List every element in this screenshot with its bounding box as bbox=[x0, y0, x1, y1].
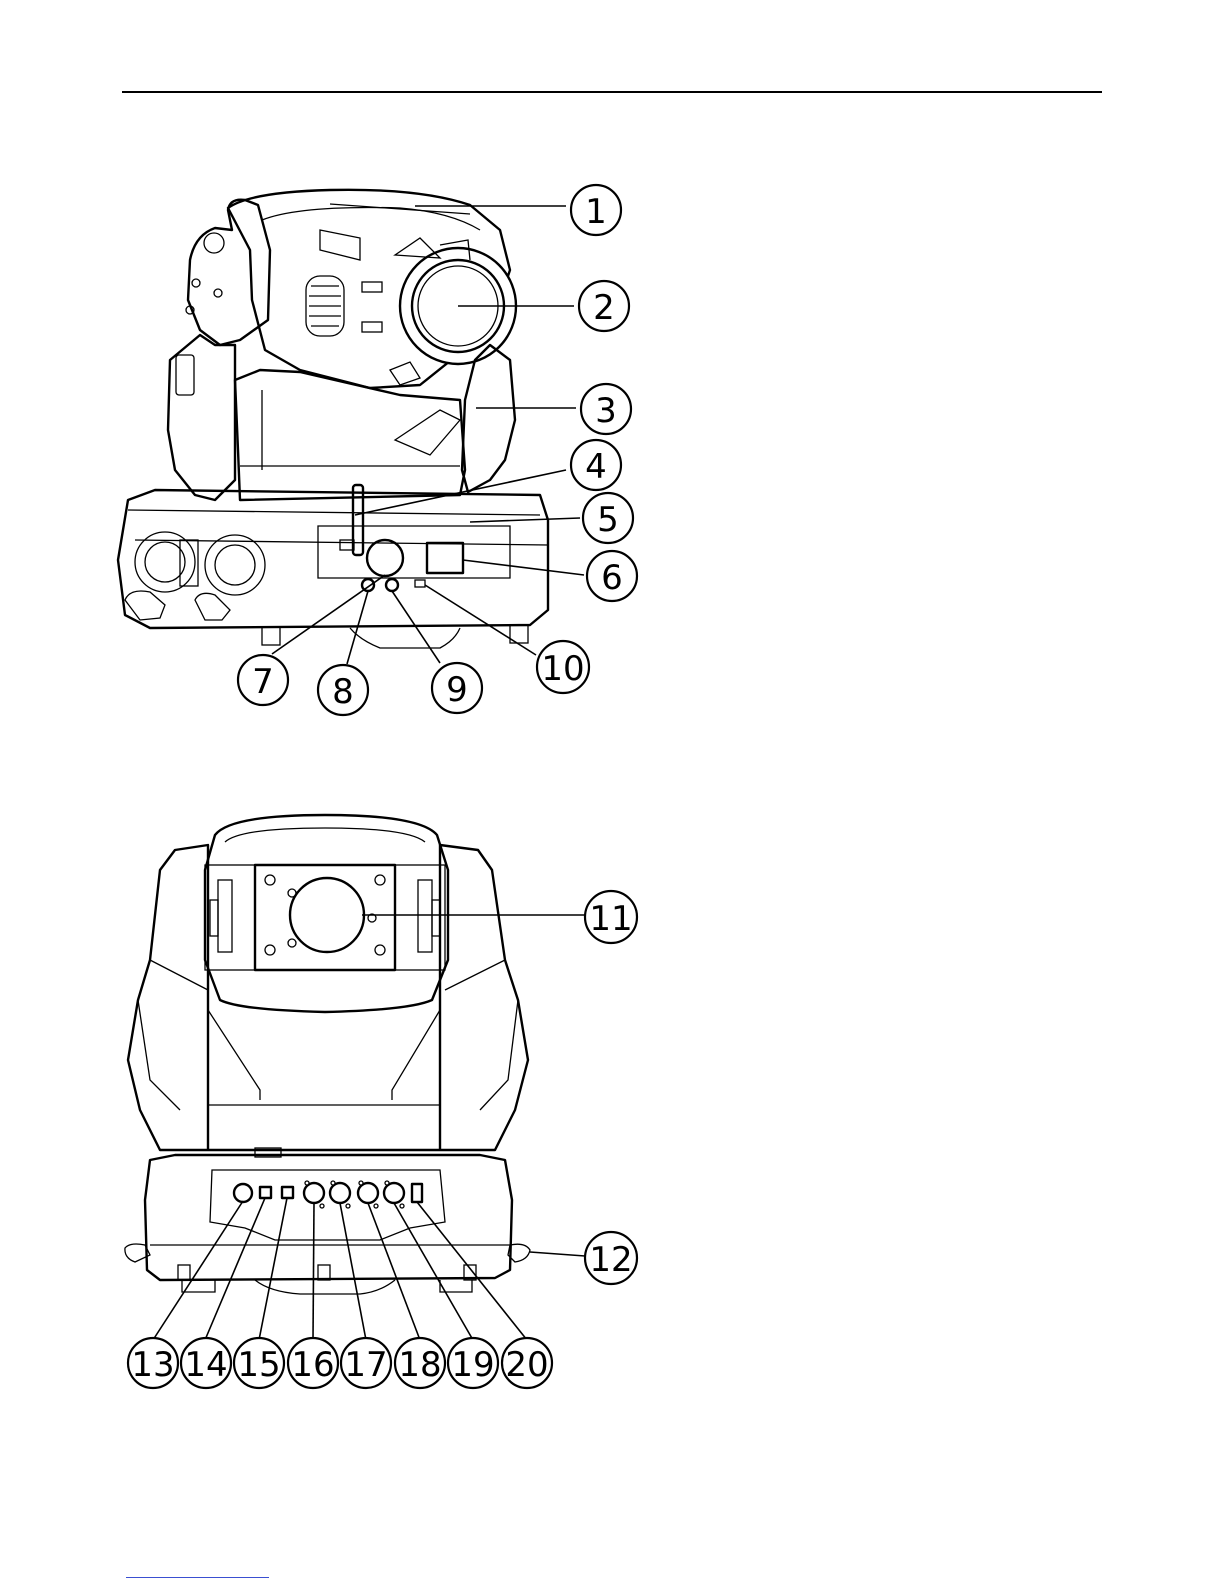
svg-text:18: 18 bbox=[398, 1345, 441, 1385]
svg-text:9: 9 bbox=[446, 670, 468, 710]
callout-4: 4 bbox=[571, 440, 621, 490]
svg-text:17: 17 bbox=[344, 1345, 387, 1385]
callout-11: 11 bbox=[585, 891, 637, 943]
svg-text:11: 11 bbox=[589, 899, 632, 939]
svg-text:5: 5 bbox=[597, 500, 619, 540]
front-view-fixture bbox=[118, 190, 548, 648]
svg-text:2: 2 bbox=[593, 288, 615, 328]
callout-20: 20 bbox=[502, 1338, 552, 1388]
svg-text:7: 7 bbox=[252, 662, 274, 702]
callout-6: 6 bbox=[587, 551, 637, 601]
footer-link-underline bbox=[126, 1577, 269, 1578]
callout-17: 17 bbox=[341, 1338, 391, 1388]
svg-text:20: 20 bbox=[505, 1345, 548, 1385]
callout-18: 18 bbox=[395, 1338, 445, 1388]
svg-text:6: 6 bbox=[601, 558, 623, 598]
callout-16: 16 bbox=[288, 1338, 338, 1388]
svg-text:3: 3 bbox=[595, 391, 617, 431]
callout-15: 15 bbox=[234, 1338, 284, 1388]
callout-9: 9 bbox=[432, 663, 482, 713]
svg-text:4: 4 bbox=[585, 447, 607, 487]
svg-text:16: 16 bbox=[291, 1345, 334, 1385]
callout-1: 1 bbox=[571, 185, 621, 235]
callout-12: 12 bbox=[585, 1232, 637, 1284]
svg-text:15: 15 bbox=[237, 1345, 280, 1385]
callout-13: 13 bbox=[128, 1338, 178, 1388]
svg-text:19: 19 bbox=[451, 1345, 494, 1385]
callout-3: 3 bbox=[581, 384, 631, 434]
callout-10: 10 bbox=[537, 641, 589, 693]
back-view-fixture bbox=[125, 815, 530, 1294]
callout-2: 2 bbox=[579, 281, 629, 331]
svg-text:10: 10 bbox=[541, 649, 584, 689]
svg-text:13: 13 bbox=[131, 1345, 174, 1385]
svg-text:14: 14 bbox=[184, 1345, 227, 1385]
callout-5: 5 bbox=[583, 493, 633, 543]
svg-text:12: 12 bbox=[589, 1240, 632, 1280]
callout-8: 8 bbox=[318, 665, 368, 715]
svg-text:8: 8 bbox=[332, 672, 354, 712]
back-view-leaders bbox=[153, 915, 585, 1340]
svg-text:1: 1 bbox=[585, 192, 607, 232]
callout-19: 19 bbox=[448, 1338, 498, 1388]
callout-14: 14 bbox=[181, 1338, 231, 1388]
callout-7: 7 bbox=[238, 655, 288, 705]
